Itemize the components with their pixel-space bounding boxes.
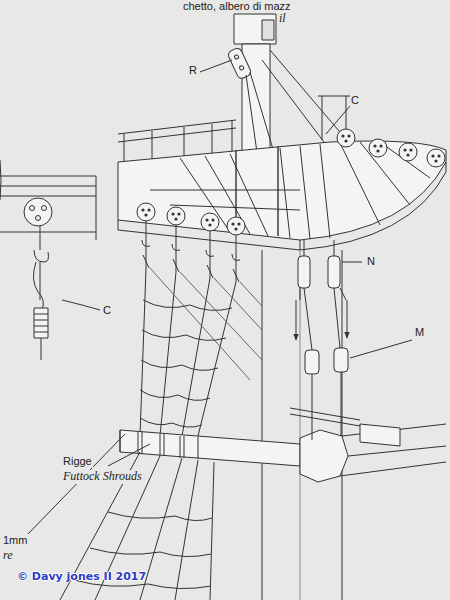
watermark: © Davy jones II 2017 [16, 571, 147, 584]
callout-letter: C [102, 304, 112, 317]
callout-letter: R [188, 64, 198, 77]
header-text: chetto, albero di mazz [182, 0, 292, 13]
callout-letter: N [366, 255, 376, 268]
dimension: 1mm [2, 534, 28, 547]
header-text: il [278, 12, 287, 26]
callout-letter: M [414, 326, 425, 339]
part-name: Rigge [62, 455, 93, 468]
part-name: re [2, 549, 14, 563]
part-name: Futtock Shrouds [62, 470, 143, 484]
callout-letter: C [350, 94, 360, 107]
